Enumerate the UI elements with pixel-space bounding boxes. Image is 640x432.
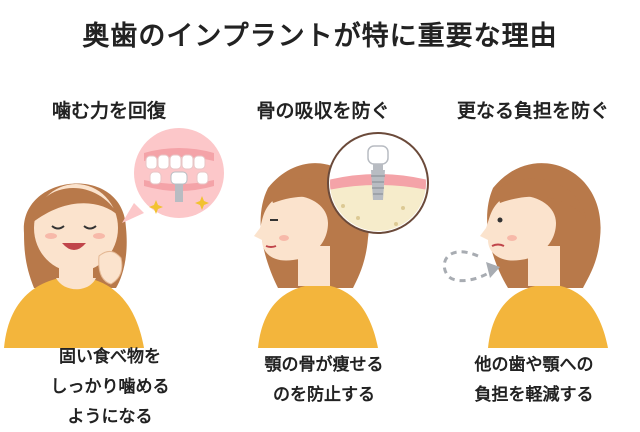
implant-crown (367, 145, 389, 165)
jaw-motion-arrow (442, 250, 494, 283)
shirt (4, 276, 144, 348)
column-heading-bone: 骨の吸収を防ぐ (256, 100, 390, 122)
page-title: 奥歯のインプラントが特に重要な理由 (82, 21, 558, 52)
arrow-head-icon (486, 262, 500, 278)
caption-line: のを防止する (273, 385, 375, 405)
implant-crown (170, 171, 188, 185)
bone-woman-illustration (254, 132, 429, 348)
column-heading-burden: 更なる負担を防ぐ (456, 100, 609, 122)
implant-screw (175, 184, 183, 202)
caption-line: 固い食べ物を (59, 347, 161, 367)
sparkle (195, 196, 209, 210)
mouth (62, 243, 86, 250)
caption-line: ようになる (67, 407, 153, 427)
burden-woman-illustration (442, 163, 608, 348)
caption-bone: 顎の骨が痩せる のを防止する (224, 350, 424, 410)
shirt (488, 284, 608, 348)
caption-line: しっかり噛める (50, 377, 170, 397)
face (254, 195, 328, 261)
caption-line: 負担を軽減する (474, 385, 594, 405)
shirt (258, 284, 378, 348)
column-heading-chewing: 噛む力を回復 (51, 100, 166, 122)
caption-line: 顎の骨が痩せる (264, 355, 384, 375)
caption-line: 他の歯や顎への (474, 355, 594, 375)
hand (98, 251, 123, 285)
chewing-woman-illustration (4, 128, 224, 348)
implant-screw (371, 170, 385, 200)
caption-burden: 他の歯や顎への 負担を軽減する (434, 350, 634, 410)
sparkle (149, 200, 163, 214)
caption-chewing: 固い食べ物を しっかり噛める ようになる (10, 342, 210, 432)
